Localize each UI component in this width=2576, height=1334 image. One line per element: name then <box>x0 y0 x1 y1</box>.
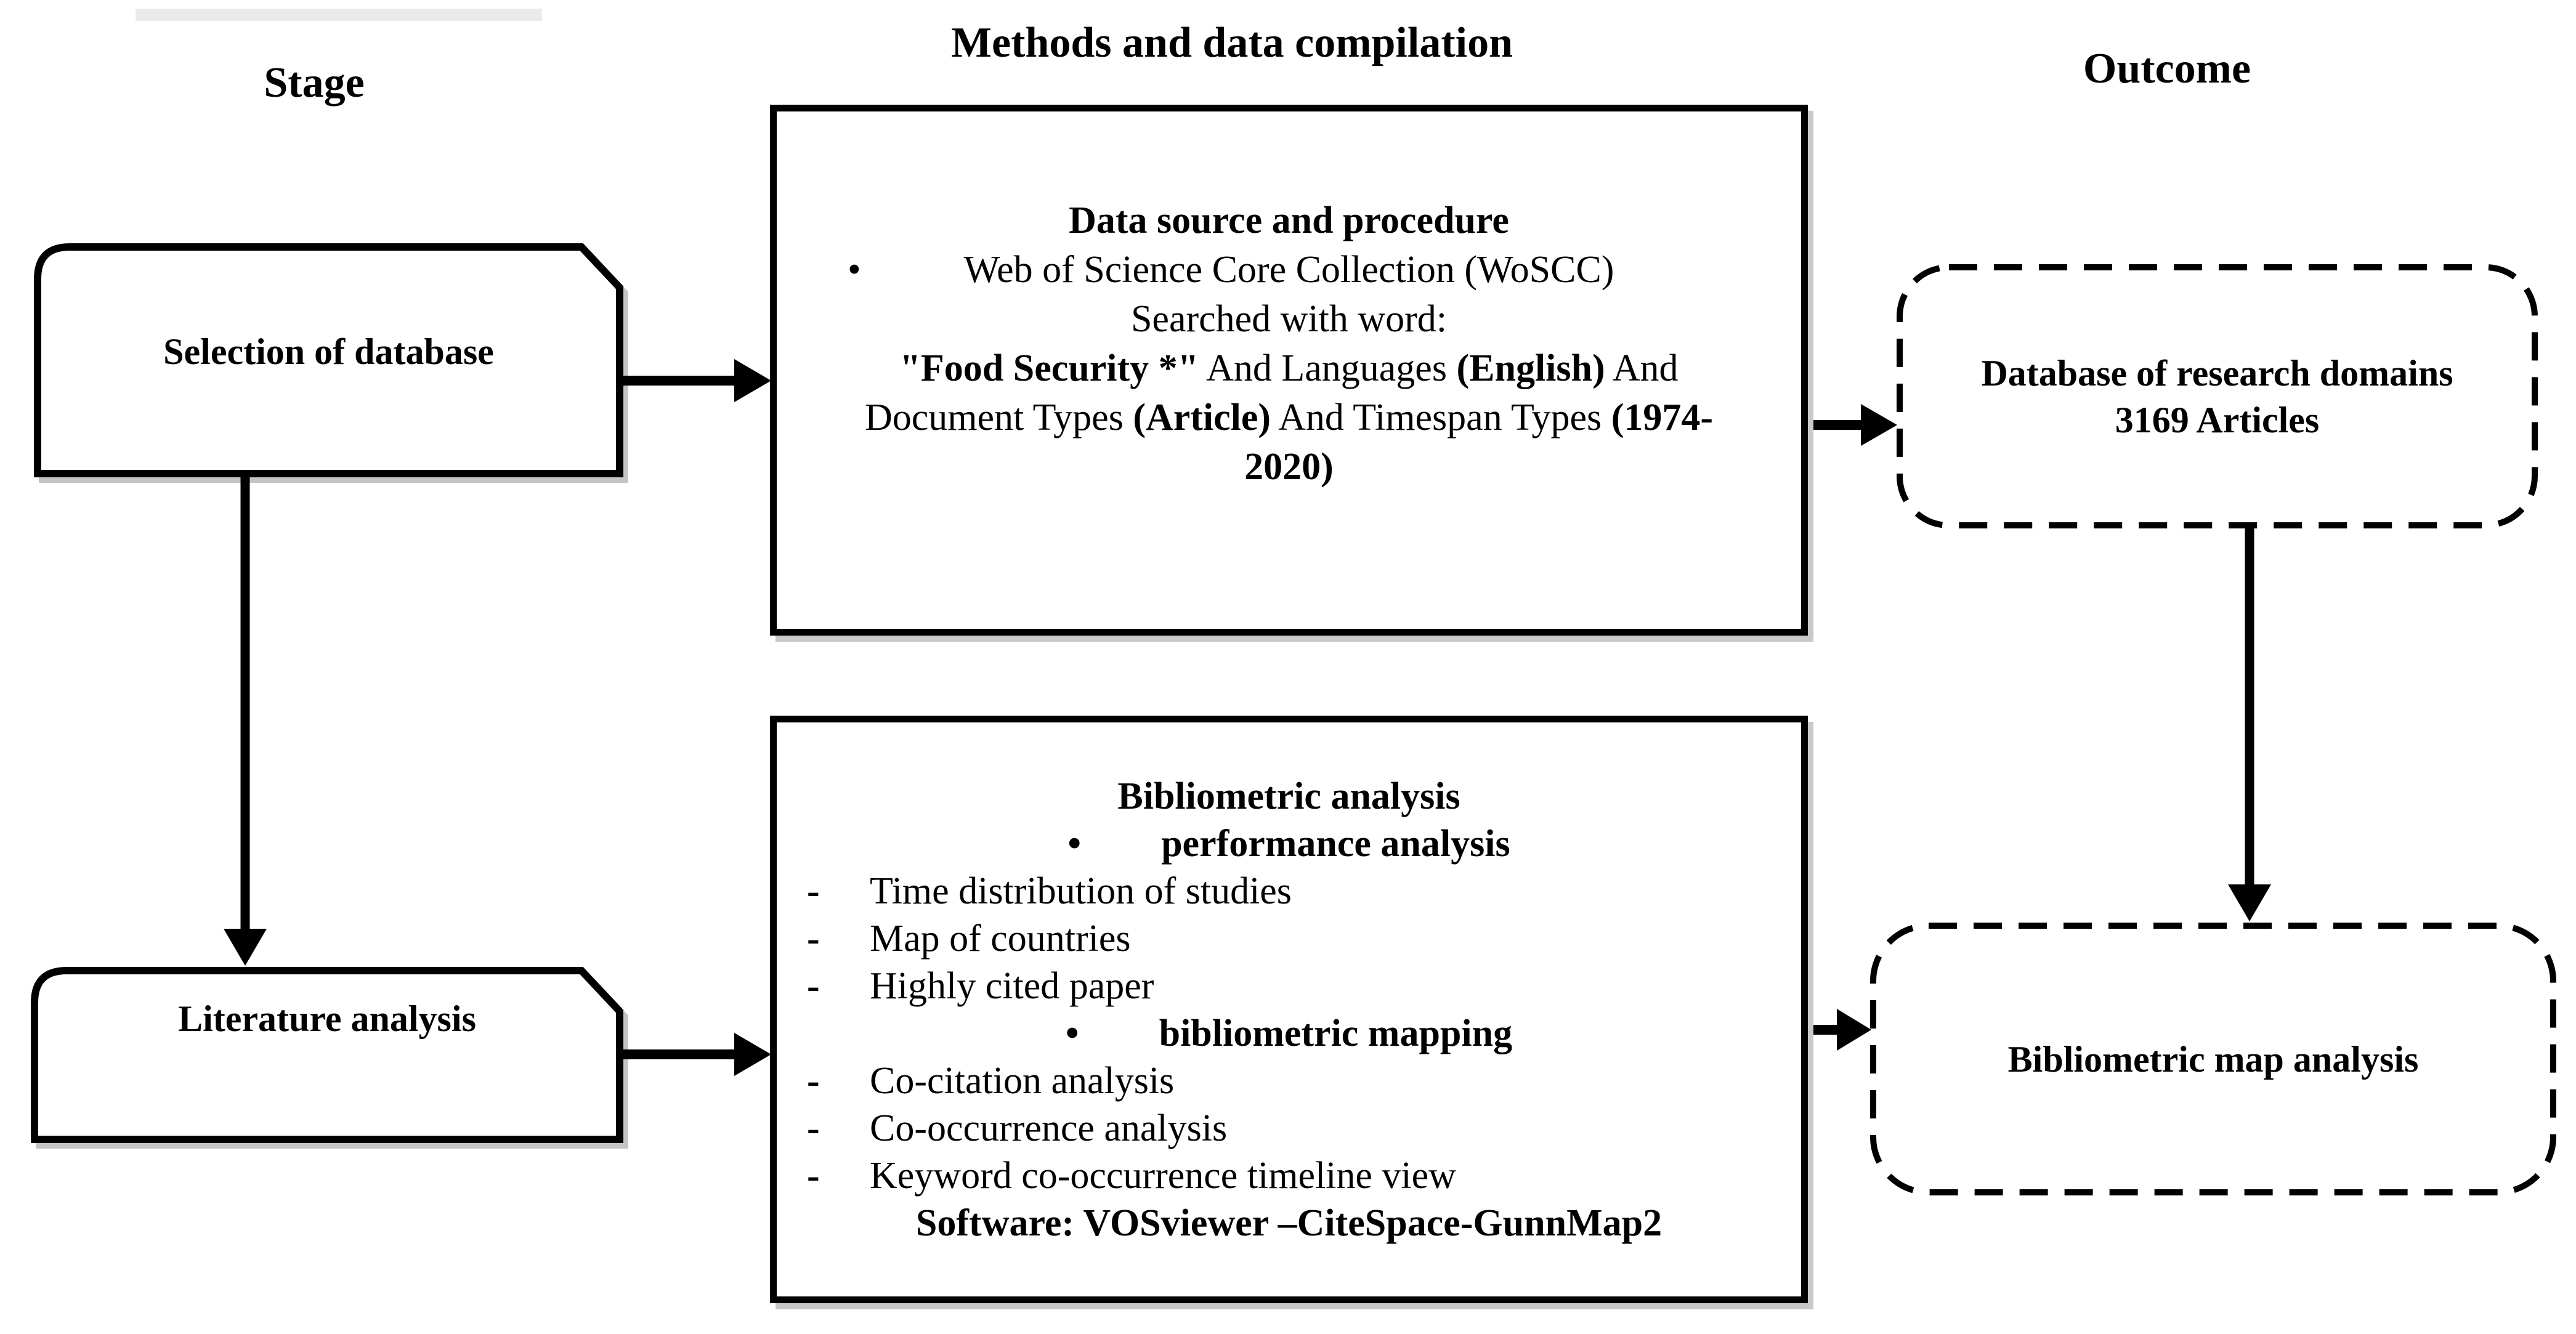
scan-artifact <box>136 9 542 21</box>
arrow-datasource-to-database <box>1808 404 1897 446</box>
dashed-box-bibliometric-map <box>1870 923 2556 1195</box>
bibliometric-mapping-label: bibliometric mapping <box>1159 1013 1513 1054</box>
data-source-line: Web of Science Core Collection (WoSCC) <box>963 249 1614 291</box>
bullet-icon: • <box>1065 1013 1079 1054</box>
list-item: -Co-citation analysis <box>777 1057 1801 1105</box>
column-header-stage: Stage <box>264 59 365 107</box>
arrow-selection-to-literature <box>224 477 267 966</box>
dash-icon: - <box>807 870 820 912</box>
database-outcome-line2: 3169 Articles <box>2115 399 2320 440</box>
database-outcome-line1: Database of research domains <box>1981 352 2453 394</box>
bullet-icon: • <box>1067 823 1082 865</box>
dash-icon: - <box>807 965 820 1007</box>
bibliometric-title: Bibliometric analysis <box>1117 775 1460 817</box>
dash-icon: - <box>807 1107 820 1149</box>
data-source-bullet-line: • Web of Science Core Collection (WoSCC) <box>777 245 1801 294</box>
list-item: -Map of countries <box>777 915 1801 963</box>
dash-icon: - <box>807 1060 820 1102</box>
selection-of-database-label: Selection of database <box>163 331 494 372</box>
card-shape-selection-of-database <box>34 243 623 477</box>
query-line-3: 2020) <box>1244 446 1334 488</box>
arrow-selection-to-datasource <box>623 359 771 402</box>
list-item: -Co-occurrence analysis <box>777 1105 1801 1152</box>
column-header-methods: Methods and data compilation <box>950 19 1513 67</box>
dash-icon: - <box>807 1155 820 1197</box>
column-header-outcome: Outcome <box>2083 45 2251 92</box>
software-line: Software: VOSviewer –CiteSpace-GunnMap2 <box>915 1202 1663 1244</box>
list-item: -Highly cited paper <box>777 963 1801 1010</box>
bibliometric-analysis-box: Bibliometric analysis • performance anal… <box>770 716 1808 1303</box>
arrow-bibliometric-to-map <box>1808 1009 1871 1051</box>
arrow-literature-to-bibliometric <box>623 1033 771 1076</box>
list-item: -Keyword co-occurrence timeline view <box>777 1152 1801 1200</box>
bibliometric-map-label: Bibliometric map analysis <box>2007 1038 2419 1080</box>
data-source-box: Data source and procedure • Web of Scien… <box>770 105 1808 636</box>
bibliometric-map-outcome-box: Bibliometric map analysis <box>1873 926 2553 1192</box>
dash-icon: - <box>807 918 820 960</box>
database-outcome-box: Database of research domains 3169 Articl… <box>1900 267 2535 525</box>
performance-analysis-label: performance analysis <box>1161 823 1510 865</box>
bullet-icon: • <box>848 249 861 291</box>
literature-analysis-card: Literature analysis <box>34 995 620 1042</box>
performance-bullet-line: • performance analysis <box>777 820 1801 868</box>
mapping-bullet-line: • bibliometric mapping <box>777 1010 1801 1057</box>
list-item: -Time distribution of studies <box>777 868 1801 915</box>
card-shape-literature-analysis <box>31 967 623 1143</box>
selection-of-database-card: Selection of database <box>38 247 620 456</box>
query-line-2: Document Types (Article) And Timespan Ty… <box>865 397 1713 439</box>
query-line-1: "Food Security *" And Languages (English… <box>899 347 1679 389</box>
arrow-database-to-map <box>2228 528 2271 921</box>
literature-analysis-label: Literature analysis <box>178 998 476 1039</box>
search-intro-line: Searched with word: <box>1130 298 1448 340</box>
data-source-title: Data source and procedure <box>1069 200 1509 241</box>
dashed-box-database <box>1897 264 2538 528</box>
